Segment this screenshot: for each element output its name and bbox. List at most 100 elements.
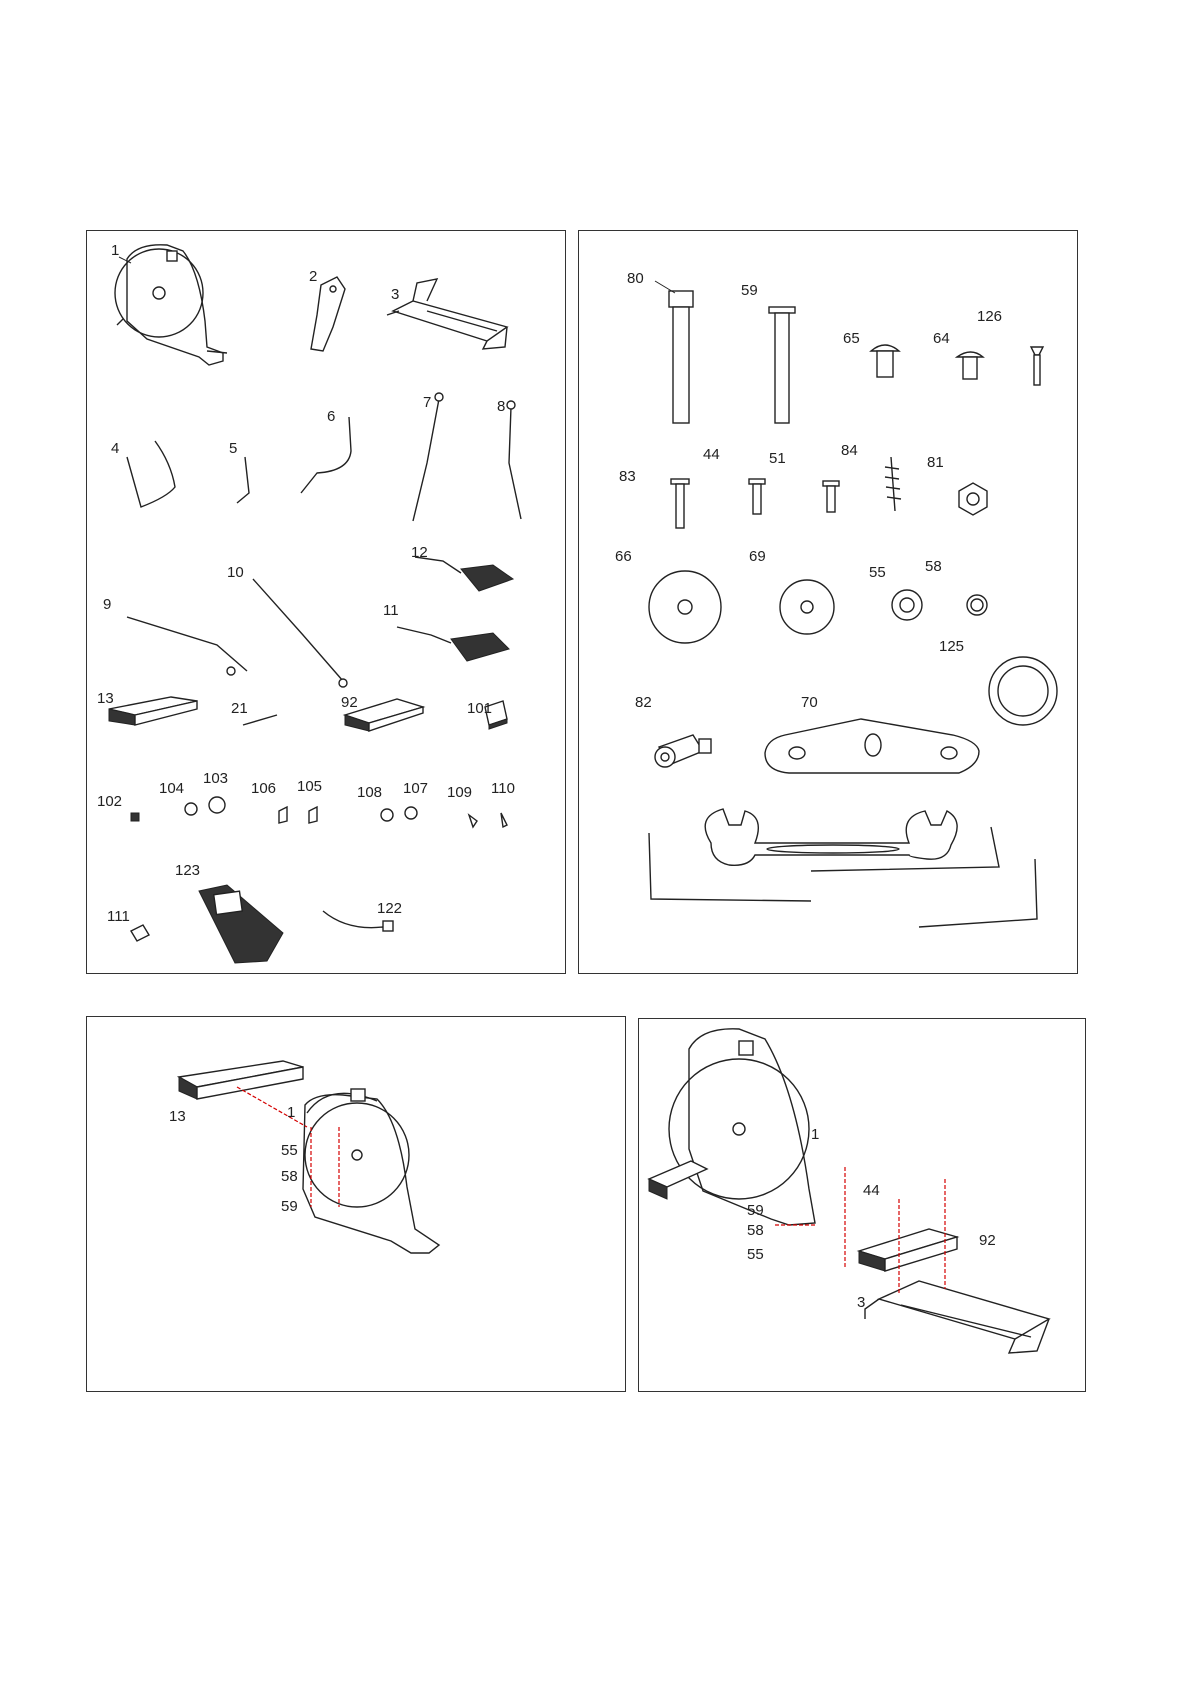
label-110: 110 bbox=[491, 780, 515, 797]
label-3: 3 bbox=[391, 286, 399, 303]
part-3-base bbox=[865, 1281, 1049, 1353]
label-107: 107 bbox=[403, 780, 428, 797]
part-126-screw bbox=[1031, 347, 1043, 385]
small-fittings bbox=[131, 797, 507, 827]
part-6-tube bbox=[301, 417, 351, 493]
part-70-plate bbox=[765, 719, 979, 773]
part-10-pedal-link bbox=[253, 579, 347, 687]
label-66: 66 bbox=[615, 548, 632, 565]
label-55: 55 bbox=[747, 1246, 764, 1263]
label-109: 109 bbox=[447, 784, 472, 801]
label-59: 59 bbox=[741, 282, 758, 299]
label-102: 102 bbox=[97, 793, 122, 810]
label-1: 1 bbox=[811, 1126, 819, 1143]
label-65: 65 bbox=[843, 330, 860, 347]
label-103: 103 bbox=[203, 770, 228, 787]
parts-drawing: 1 2 3 4 5 6 7 8 9 10 bbox=[87, 231, 567, 975]
label-1: 1 bbox=[287, 1104, 295, 1121]
label-80: 80 bbox=[627, 270, 644, 287]
part-82-bushing bbox=[655, 735, 711, 767]
label-51: 51 bbox=[769, 450, 786, 467]
label-21: 21 bbox=[231, 700, 248, 717]
label-58: 58 bbox=[925, 558, 942, 575]
label-55: 55 bbox=[869, 564, 886, 581]
part-13-cover bbox=[109, 697, 197, 725]
label-59: 59 bbox=[747, 1202, 764, 1219]
label-3: 3 bbox=[857, 1294, 865, 1311]
parts-panel: 1 2 3 4 5 6 7 8 9 10 bbox=[86, 230, 566, 974]
label-122: 122 bbox=[377, 900, 402, 917]
label-11: 11 bbox=[383, 602, 399, 619]
part-9-pedal-link bbox=[127, 617, 247, 675]
step1-drawing: 13 1 55 58 59 bbox=[87, 1017, 627, 1393]
label-92: 92 bbox=[341, 694, 358, 711]
wrench-icon bbox=[705, 809, 957, 865]
part-58-washer bbox=[967, 595, 987, 615]
label-55: 55 bbox=[281, 1142, 298, 1159]
label-82: 82 bbox=[635, 694, 652, 711]
part-13-cover bbox=[179, 1061, 303, 1099]
label-59: 59 bbox=[281, 1198, 298, 1215]
label-108: 108 bbox=[357, 784, 382, 801]
label-126: 126 bbox=[977, 308, 1002, 325]
label-104: 104 bbox=[159, 780, 184, 797]
part-7-arm bbox=[413, 393, 443, 521]
part-64-bolt bbox=[957, 352, 983, 379]
part-1-frame bbox=[115, 245, 227, 365]
label-58: 58 bbox=[281, 1168, 298, 1185]
part-12-pedal bbox=[415, 557, 513, 591]
hardware-panel: 80 59 65 64 126 83 44 51 bbox=[578, 230, 1078, 974]
assembly-frame bbox=[649, 1029, 815, 1225]
label-7: 7 bbox=[423, 394, 431, 411]
label-69: 69 bbox=[749, 548, 766, 565]
part-21-rod bbox=[243, 715, 277, 725]
part-59-bolt bbox=[769, 307, 795, 423]
label-6: 6 bbox=[327, 408, 335, 425]
part-55-washer bbox=[892, 590, 922, 620]
part-66-washer bbox=[649, 571, 721, 643]
label-64: 64 bbox=[933, 330, 950, 347]
label-9: 9 bbox=[103, 596, 111, 613]
assembly-frame bbox=[303, 1089, 439, 1253]
label-101: 101 bbox=[467, 700, 492, 717]
label-13: 13 bbox=[97, 690, 114, 707]
label-44: 44 bbox=[703, 446, 720, 463]
label-1: 1 bbox=[111, 242, 119, 259]
label-8: 8 bbox=[497, 398, 505, 415]
label-92: 92 bbox=[979, 1232, 996, 1249]
part-83-bolt bbox=[671, 479, 689, 528]
part-80-bolt bbox=[669, 291, 693, 423]
part-8-arm bbox=[507, 401, 521, 519]
label-70: 70 bbox=[801, 694, 818, 711]
allen-key-icon bbox=[649, 827, 1037, 927]
part-92-cover bbox=[859, 1229, 957, 1271]
label-81: 81 bbox=[927, 454, 944, 471]
step1-panel: 13 1 55 58 59 bbox=[86, 1016, 626, 1392]
part-44-bolt bbox=[749, 479, 765, 514]
step2-drawing: 1 44 59 58 55 92 3 bbox=[639, 1019, 1087, 1393]
label-83: 83 bbox=[619, 468, 636, 485]
part-2-bracket bbox=[311, 277, 345, 351]
part-11-pedal bbox=[397, 627, 509, 661]
label-105: 105 bbox=[297, 778, 322, 795]
label-13: 13 bbox=[169, 1108, 186, 1125]
label-84: 84 bbox=[841, 442, 858, 459]
step2-panel: 1 44 59 58 55 92 3 bbox=[638, 1018, 1086, 1392]
hardware-drawing: 80 59 65 64 126 83 44 51 bbox=[579, 231, 1079, 975]
label-58: 58 bbox=[747, 1222, 764, 1239]
part-69-washer bbox=[780, 580, 834, 634]
part-51-bolt bbox=[823, 481, 839, 512]
label-44: 44 bbox=[863, 1182, 880, 1199]
part-111-fitting bbox=[131, 925, 149, 941]
part-84-screw bbox=[885, 457, 901, 511]
part-81-nut bbox=[959, 483, 987, 515]
label-10: 10 bbox=[227, 564, 244, 581]
label-111: 111 bbox=[107, 908, 130, 925]
label-106: 106 bbox=[251, 780, 276, 797]
part-123-console bbox=[199, 885, 283, 963]
label-123: 123 bbox=[175, 862, 200, 879]
label-5: 5 bbox=[229, 440, 237, 457]
part-5-bracket bbox=[237, 457, 249, 503]
part-3-base bbox=[387, 279, 507, 349]
label-2: 2 bbox=[309, 268, 317, 285]
